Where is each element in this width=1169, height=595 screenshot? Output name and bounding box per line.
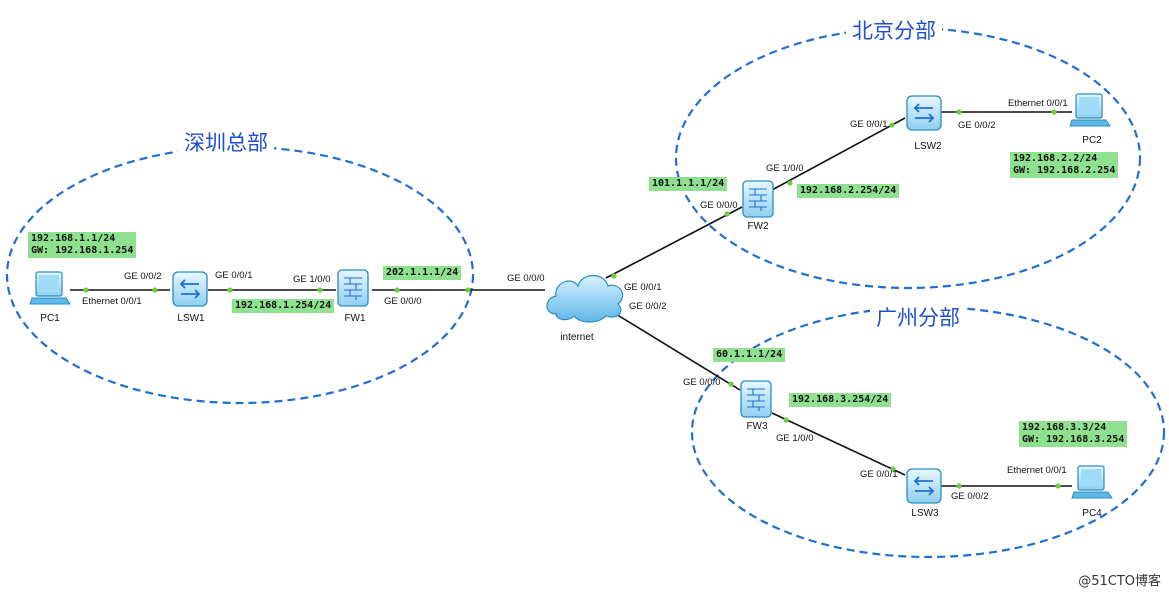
port-label: Ethernet 0/0/1 bbox=[82, 296, 142, 307]
port-label: GE 0/0/1 bbox=[850, 119, 888, 130]
port-label: GE 1/0/0 bbox=[293, 274, 331, 285]
ip-label-pc4: 192.168.3.3/24 GW: 192.168.3.254 bbox=[1019, 421, 1128, 447]
region-title-beijing: 北京分部 bbox=[846, 18, 942, 44]
ip-label-pc2: 192.168.2.2/24 GW: 192.168.2.254 bbox=[1010, 152, 1119, 178]
fw3-icon[interactable] bbox=[740, 380, 772, 418]
ip-label-fw1-outside: 202.1.1.1/24 bbox=[383, 266, 462, 280]
device-label-fw1: FW1 bbox=[344, 313, 366, 324]
port-label: GE 0/0/0 bbox=[507, 273, 545, 284]
pc4-icon[interactable] bbox=[1071, 465, 1113, 499]
port-label: GE 0/0/2 bbox=[629, 301, 667, 312]
port-label: Ethernet 0/0/1 bbox=[1008, 98, 1068, 109]
fw2-icon[interactable] bbox=[742, 180, 774, 218]
port-label: GE 0/0/0 bbox=[683, 377, 721, 388]
port-label: GE 1/0/0 bbox=[766, 163, 804, 174]
port-label: GE 0/0/2 bbox=[951, 491, 989, 502]
region-shenzhen-boundary bbox=[5, 145, 475, 405]
link-cloud-fw2 bbox=[605, 206, 743, 279]
port-label: GE 0/0/1 bbox=[215, 270, 253, 281]
link-fw2-lsw2 bbox=[771, 117, 906, 191]
device-label-internet: internet bbox=[560, 332, 594, 343]
port-label: GE 0/0/2 bbox=[958, 120, 996, 131]
ip-label-fw1-inside: 192.168.1.254/24 bbox=[232, 299, 335, 313]
link-cloud-fw3 bbox=[605, 307, 741, 391]
watermark: @51CTO博客 bbox=[1078, 574, 1161, 589]
port-label: GE 0/0/1 bbox=[860, 469, 898, 480]
ip-label-fw3-inside: 192.168.3.254/24 bbox=[789, 393, 892, 407]
region-title-shenzhen: 深圳总部 bbox=[178, 130, 274, 156]
port-label: GE 0/0/0 bbox=[700, 200, 738, 211]
device-label-pc1: PC1 bbox=[40, 313, 60, 324]
port-label: Ethernet 0/0/1 bbox=[1007, 465, 1067, 476]
ip-label-fw2-inside: 192.168.2.254/24 bbox=[797, 184, 900, 198]
lsw2-icon[interactable] bbox=[906, 95, 942, 131]
pc1-icon[interactable] bbox=[29, 271, 71, 305]
device-label-fw2: FW2 bbox=[747, 221, 769, 232]
region-beijing-boundary bbox=[674, 26, 1142, 290]
device-label-lsw3: LSW3 bbox=[911, 508, 939, 519]
device-label-lsw2: LSW2 bbox=[914, 141, 942, 152]
device-label-pc4: PC4 bbox=[1082, 508, 1102, 519]
device-label-fw3: FW3 bbox=[746, 421, 768, 432]
link-fw3-lsw3 bbox=[771, 412, 906, 476]
port-label: GE 0/0/2 bbox=[124, 271, 162, 282]
port-label: GE 1/0/0 bbox=[776, 433, 814, 444]
internet-cloud-icon[interactable] bbox=[546, 274, 623, 323]
pc2-icon[interactable] bbox=[1069, 93, 1111, 127]
lsw1-icon[interactable] bbox=[172, 271, 208, 307]
ip-label-pc1: 192.168.1.1/24 GW: 192.168.1.254 bbox=[28, 232, 137, 258]
fw1-icon[interactable] bbox=[337, 269, 369, 307]
region-title-guangzhou: 广州分部 bbox=[870, 305, 966, 331]
device-label-lsw1: LSW1 bbox=[177, 313, 205, 324]
ip-label-fw2-outside: 101.1.1.1/24 bbox=[649, 177, 728, 191]
port-label: GE 0/0/1 bbox=[624, 282, 662, 293]
ip-label-fw3-outside: 60.1.1.1/24 bbox=[713, 348, 786, 362]
port-label: GE 0/0/0 bbox=[384, 296, 422, 307]
device-label-pc2: PC2 bbox=[1082, 135, 1102, 146]
lsw3-icon[interactable] bbox=[906, 468, 942, 504]
links bbox=[70, 111, 1072, 487]
region-guangzhou-boundary bbox=[690, 305, 1166, 559]
